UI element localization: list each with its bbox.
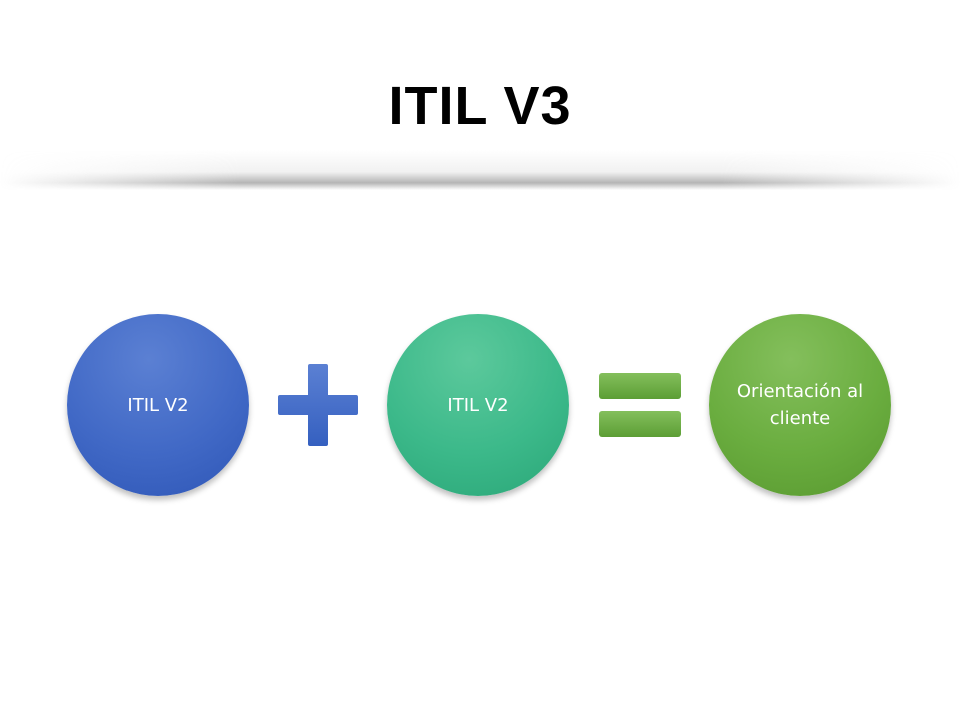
title-divider [0,150,960,190]
slide-title: ITIL V3 [388,76,572,136]
plus-icon [278,364,358,446]
node-label: ITIL V2 [447,394,509,416]
equals-icon [599,373,681,437]
diagram-node-left: ITIL V2 [67,314,249,496]
node-label: ITIL V2 [127,394,189,416]
diagram-node-middle: ITIL V2 [387,314,569,496]
node-label: Orientación al cliente [736,381,864,429]
diagram-node-result: Orientación al cliente [709,314,891,496]
